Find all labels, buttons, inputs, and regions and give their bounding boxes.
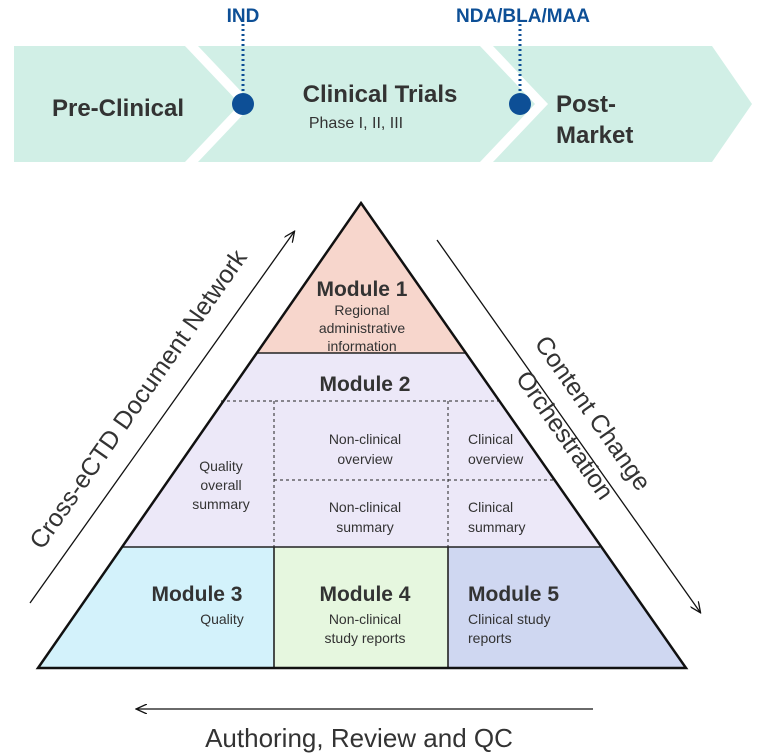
nc-overview-2: overview — [337, 451, 393, 467]
nda-milestone-dot — [509, 93, 531, 115]
preclinical-label: Pre-Clinical — [52, 95, 184, 122]
module5-title: Module 5 — [468, 583, 559, 606]
phase-clinical-chevron — [198, 46, 535, 162]
nc-overview-1: Non-clinical — [329, 431, 401, 447]
clinical-trials-label: Clinical Trials — [303, 81, 458, 108]
c-summary-1: Clinical — [468, 499, 513, 515]
module5-desc-1: Clinical study — [468, 611, 550, 627]
module3-desc: Quality — [200, 611, 244, 627]
c-summary-2: summary — [468, 519, 526, 535]
module4-desc-1: Non-clinical — [329, 611, 401, 627]
nda-label: NDA/BLA/MAA — [456, 6, 590, 27]
pyramid-outline — [35, 200, 689, 670]
ind-milestone-dot — [232, 93, 254, 115]
module4-region — [274, 547, 448, 668]
module3-title: Module 3 — [151, 583, 242, 606]
module5-desc-2: reports — [468, 630, 512, 646]
timeline: IND NDA/BLA/MAA Pre-Clinical Clinical Tr… — [14, 6, 752, 162]
bottom-label: Authoring, Review and QC — [205, 723, 513, 753]
module5-region — [448, 547, 686, 668]
module4-desc-2: study reports — [325, 630, 406, 646]
pyramid: Module 1 Regional administrative informa… — [35, 200, 689, 670]
module4-title: Module 4 — [319, 583, 410, 606]
module1-desc-2: administrative — [319, 320, 406, 336]
c-overview-1: Clinical — [468, 431, 513, 447]
nc-summary-1: Non-clinical — [329, 499, 401, 515]
phase-preclinical-chevron — [14, 46, 240, 162]
postmarket-label-1: Post- — [556, 91, 616, 118]
quality-summary-3: summary — [192, 496, 250, 512]
module1-title: Module 1 — [316, 278, 407, 301]
quality-summary-2: overall — [200, 477, 241, 493]
clinical-phases-label: Phase I, II, III — [309, 115, 403, 132]
module3-region — [38, 547, 274, 668]
module1-region — [256, 203, 466, 353]
module2-title: Module 2 — [319, 373, 410, 396]
module1-desc-1: Regional — [334, 302, 389, 318]
phase-postmarket-chevron — [493, 46, 752, 162]
module1-desc-3: information — [327, 338, 396, 354]
left-arrow — [29, 232, 294, 604]
nc-summary-2: summary — [336, 519, 394, 535]
c-overview-2: overview — [468, 451, 524, 467]
right-arrow — [436, 239, 700, 612]
ind-label: IND — [227, 6, 260, 27]
quality-summary-1: Quality — [199, 458, 243, 474]
postmarket-label-2: Market — [556, 122, 633, 149]
